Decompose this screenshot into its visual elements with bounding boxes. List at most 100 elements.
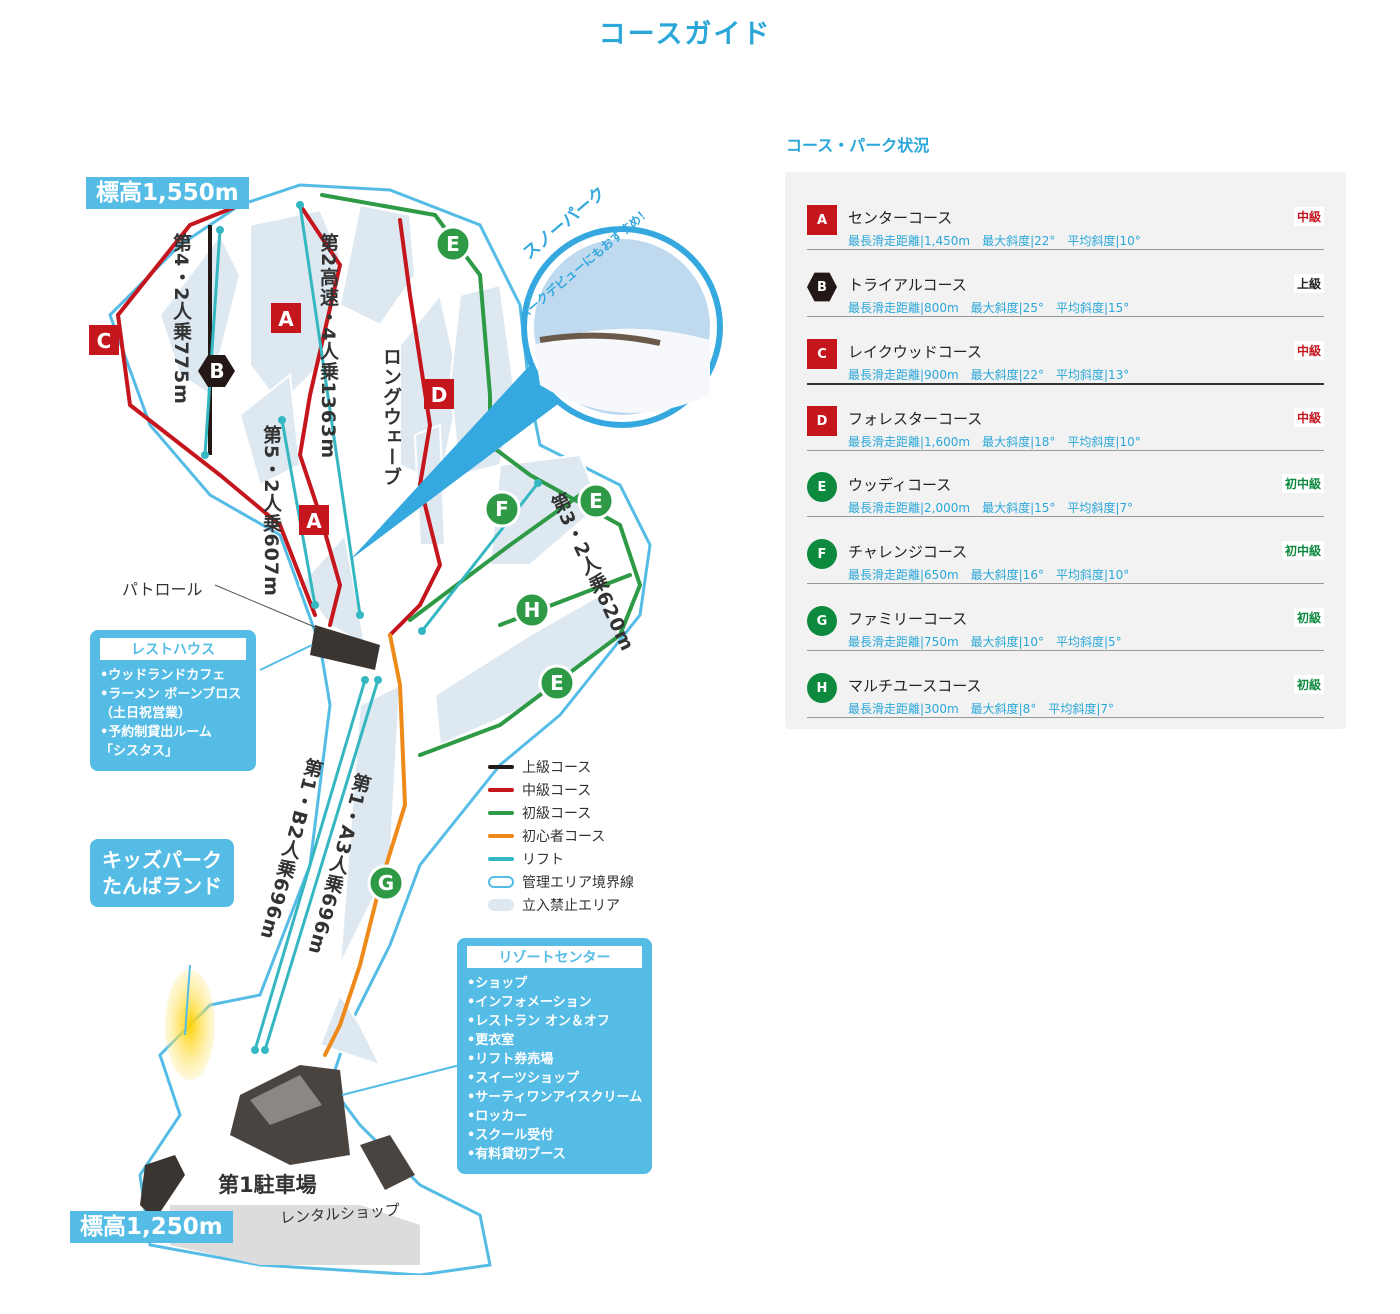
- resort-center-item: •ショップ: [467, 976, 528, 991]
- course-stats: 最長滑走距離|750m 最大斜度|10° 平均斜度|5°: [848, 635, 1122, 649]
- extra-building: [140, 1155, 185, 1220]
- marker-a-upper: A: [271, 303, 301, 333]
- marker-f: F: [483, 490, 521, 528]
- resort-center-building: [230, 1065, 350, 1165]
- marker-e-mid: E: [577, 482, 615, 520]
- map-graphic: A A B C D E E E F H G: [89, 183, 723, 1275]
- legend-label: 立入禁止エリア: [522, 897, 620, 914]
- rest-house-item: 「シスタス」: [100, 744, 179, 759]
- course-level-badge: 中級: [1293, 207, 1324, 226]
- patrol-label: パトロール: [122, 580, 203, 599]
- course-row: H マルチユースコース 最長滑走距離|300m 最大斜度|8° 平均斜度|7° …: [807, 651, 1324, 718]
- legend-label: リフト: [522, 851, 564, 868]
- course-stats: 最長滑走距離|800m 最大斜度|25° 平均斜度|15°: [848, 301, 1130, 315]
- course-name: センターコース: [848, 209, 953, 227]
- svg-text:D: D: [431, 383, 448, 407]
- course-badge: B: [807, 272, 837, 302]
- legend-label: 初級コース: [522, 805, 592, 822]
- course-stats: 最長滑走距離|900m 最大斜度|22° 平均斜度|13°: [848, 368, 1130, 382]
- resort-center-title: リゾートセンター: [467, 946, 642, 968]
- rest-house-item: •ラーメン ボーンブロス: [100, 687, 242, 702]
- legend-swatch: [488, 833, 514, 838]
- elevation-top: 標高1,550m: [86, 177, 249, 209]
- svg-text:A: A: [278, 307, 294, 331]
- course-name: フォレスターコース: [848, 410, 983, 428]
- parking-label: 第1駐車場: [218, 1173, 317, 1197]
- course-name: マルチユースコース: [848, 677, 982, 695]
- svg-text:C: C: [97, 329, 112, 353]
- course-row: B トライアルコース 最長滑走距離|800m 最大斜度|25° 平均斜度|15°…: [807, 250, 1324, 317]
- course-map: A A B C D E E E F H G 標高1,550m 標高1,250m …: [60, 165, 740, 1275]
- snow-park-pointer: [350, 365, 570, 560]
- legend-row: 立入禁止エリア: [488, 893, 634, 916]
- status-title: コース・パーク状況: [786, 136, 930, 155]
- course-badge: E: [807, 472, 837, 502]
- legend-row: 初級コース: [488, 801, 634, 824]
- course-name: レイクウッドコース: [848, 343, 982, 361]
- resort-center-item: •リフト券売場: [467, 1052, 554, 1067]
- course-level-badge: 初級: [1293, 608, 1324, 627]
- svg-text:B: B: [209, 359, 224, 383]
- course-badge: C: [807, 339, 837, 369]
- lift2-label: 第2高速・4人乗1363m: [317, 233, 339, 460]
- legend-row: 上級コース: [488, 755, 634, 778]
- course-badge: A: [807, 205, 837, 235]
- marker-a-lower: A: [299, 505, 329, 535]
- legend-row: 中級コース: [488, 778, 634, 801]
- lift4-label: 第4・2人乗775m: [170, 233, 192, 405]
- marker-h: H: [513, 591, 551, 629]
- lift-stations: [201, 201, 542, 1054]
- marker-g: G: [367, 864, 405, 902]
- course-badge: H: [807, 673, 837, 703]
- course-name: チャレンジコース: [848, 543, 968, 561]
- course-row: D フォレスターコース 最長滑走距離|1,600m 最大斜度|18° 平均斜度|…: [807, 384, 1324, 451]
- legend-label: 初心者コース: [522, 828, 606, 845]
- legend-label: 上級コース: [522, 759, 592, 776]
- resort-center-item: •インフォメーション: [467, 995, 592, 1010]
- course-row: F チャレンジコース 最長滑走距離|650m 最大斜度|16° 平均斜度|10°…: [807, 517, 1324, 584]
- rest-house-box: レストハウス •ウッドランドカフェ •ラーメン ボーンブロス （土日祝営業） •…: [90, 630, 256, 771]
- legend-row: リフト: [488, 847, 634, 870]
- resort-center-item: •レストラン オン＆オフ: [467, 1014, 610, 1029]
- rental-shop-building: [360, 1135, 415, 1190]
- course-badge: G: [807, 606, 837, 636]
- course-name: トライアルコース: [848, 276, 967, 294]
- course-status-panel: A センターコース 最長滑走距離|1,450m 最大斜度|22° 平均斜度|10…: [785, 172, 1346, 729]
- resort-center-item: •有料貸切ブース: [467, 1147, 566, 1162]
- rest-house-item: （土日祝営業）: [100, 706, 192, 721]
- svg-text:A: A: [306, 509, 322, 533]
- resort-center-box: リゾートセンター •ショップ •インフォメーション •レストラン オン＆オフ •…: [457, 938, 652, 1174]
- course-stats: 最長滑走距離|1,600m 最大斜度|18° 平均斜度|10°: [848, 435, 1141, 449]
- course-name: ウッディコース: [848, 476, 952, 494]
- resort-center-item: •ロッカー: [467, 1109, 528, 1124]
- long-wave-label: ロングウェーブ: [380, 347, 402, 487]
- resort-center-item: •更衣室: [467, 1033, 515, 1048]
- page-title: コースガイド: [598, 19, 772, 50]
- kids-park-line2: たんばランド: [102, 874, 222, 898]
- course-stats: 最長滑走距離|300m 最大斜度|8° 平均斜度|7°: [848, 702, 1114, 716]
- map-legend: 上級コース 中級コース 初級コース 初心者コース リフト 管理エリア境界線 立入…: [488, 755, 634, 916]
- course-level-badge: 初級: [1293, 675, 1324, 694]
- kids-park-line1: キッズパーク: [102, 848, 222, 872]
- svg-text:G: G: [378, 871, 394, 895]
- resort-center-item: •スクール受付: [467, 1128, 554, 1143]
- legend-label: 管理エリア境界線: [522, 874, 634, 891]
- marker-b: B: [198, 355, 235, 387]
- legend-row: 初心者コース: [488, 824, 634, 847]
- rest-house-title: レストハウス: [100, 638, 246, 660]
- course-level-badge: 上級: [1293, 274, 1324, 293]
- resort-center-item: •スイーツショップ: [467, 1071, 580, 1086]
- kids-park-box: キッズパーク たんばランド: [90, 839, 234, 907]
- svg-text:E: E: [446, 232, 460, 256]
- course-badge: D: [807, 406, 837, 436]
- legend-swatch: [488, 898, 514, 911]
- legend-swatch: [488, 810, 514, 815]
- marker-c: C: [89, 325, 119, 355]
- legend-swatch: [488, 787, 514, 792]
- course-level-badge: 初中級: [1281, 474, 1324, 493]
- rest-house-item: •ウッドランドカフェ: [100, 668, 226, 683]
- svg-text:E: E: [589, 489, 603, 513]
- course-row: A センターコース 最長滑走距離|1,450m 最大斜度|22° 平均斜度|10…: [807, 183, 1324, 250]
- course-row: E ウッディコース 最長滑走距離|2,000m 最大斜度|15° 平均斜度|7°…: [807, 450, 1324, 517]
- marker-e-low: E: [538, 664, 576, 702]
